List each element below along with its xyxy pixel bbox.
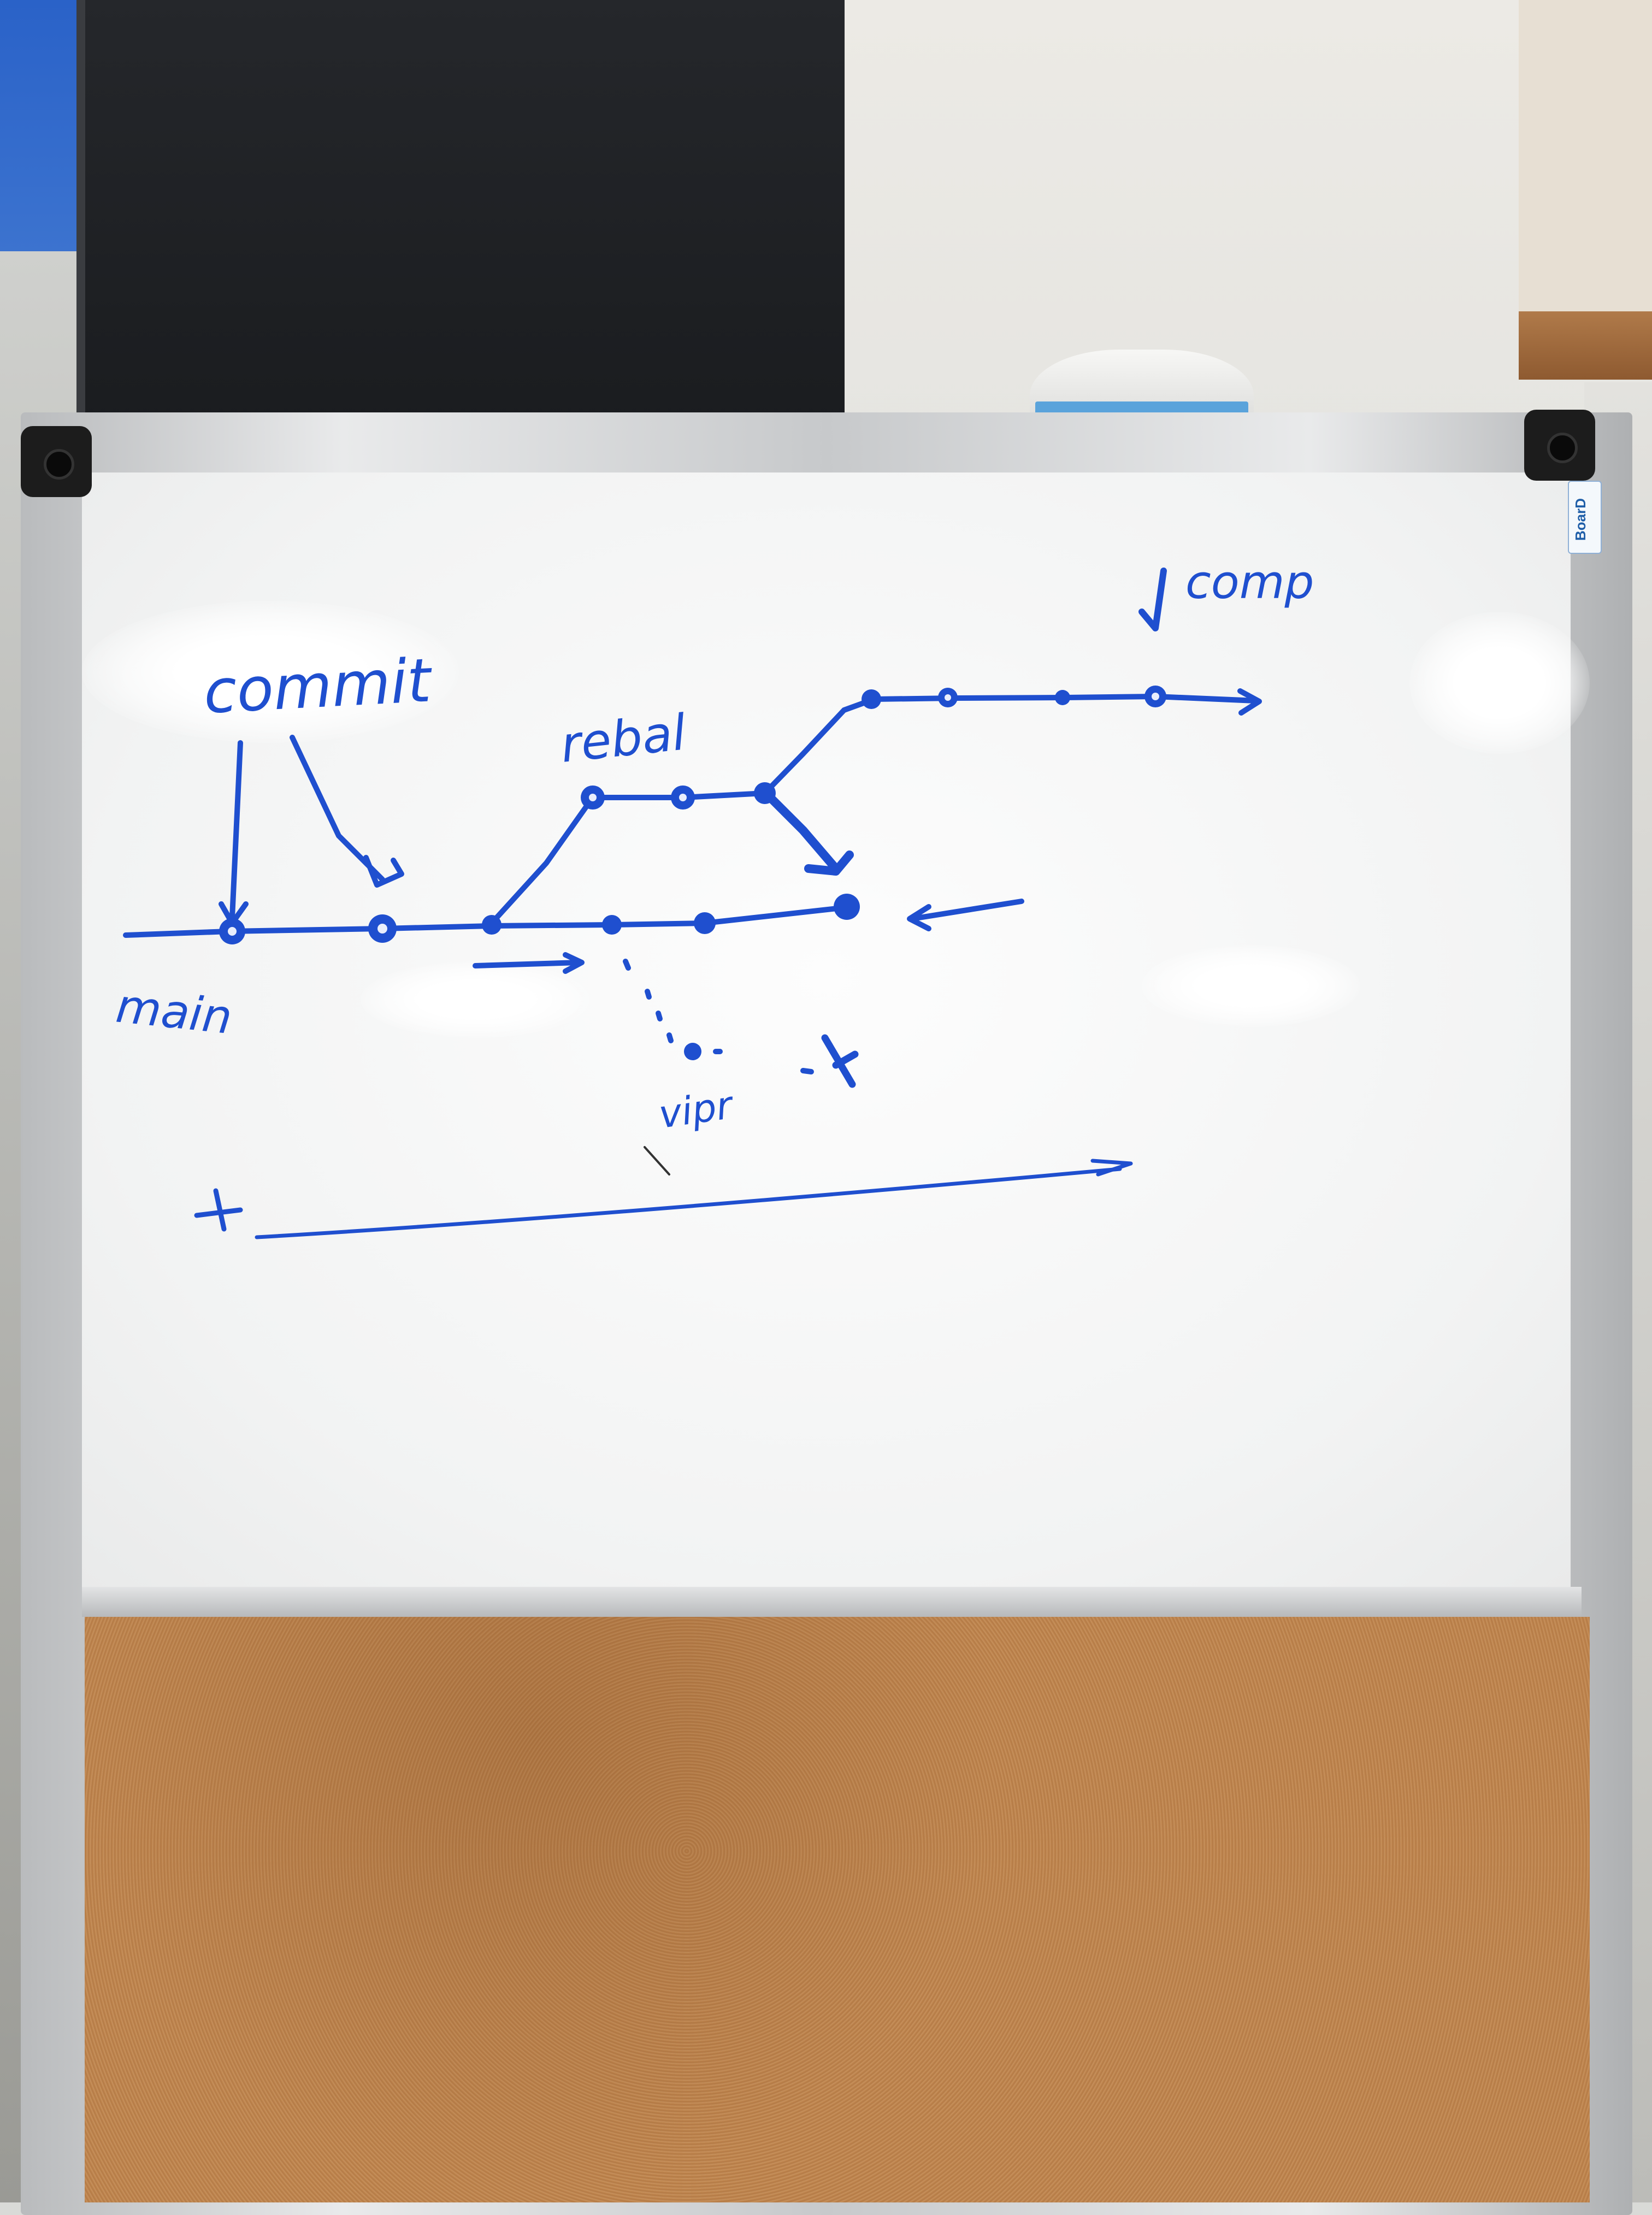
dash-1 — [800, 1068, 814, 1074]
viper-label: vipr — [656, 1082, 737, 1137]
small-right-arrow-head — [563, 952, 585, 974]
glare-center — [361, 961, 590, 1038]
rebase-label: rebal — [558, 704, 688, 773]
left-arrow — [910, 899, 1024, 922]
node-hole — [945, 694, 951, 701]
rebase-down-arrowhead — [804, 850, 854, 876]
x-mark-stroke-2 — [832, 1050, 859, 1069]
stray-mark — [644, 1146, 670, 1176]
commit-node — [754, 782, 776, 804]
commit-node — [862, 689, 881, 709]
node-hole — [679, 794, 687, 801]
brand-sticker — [1568, 481, 1602, 554]
t-letter-stem — [213, 1188, 227, 1232]
time-axis-arrowhead — [1090, 1159, 1133, 1177]
commit-node — [482, 915, 502, 935]
left-arrow-head — [907, 904, 931, 931]
small-right-arrow — [473, 960, 582, 968]
commit-node — [602, 915, 622, 935]
wooden-shelf — [1519, 311, 1652, 380]
rebase-down-arrow — [766, 793, 840, 873]
commit-arrow-1 — [229, 740, 243, 920]
frame-corner-top-right — [1524, 410, 1595, 481]
marker-rail — [82, 1587, 1582, 1617]
check-mark — [1138, 568, 1167, 631]
node-hole — [228, 927, 237, 936]
commit-node — [694, 912, 716, 934]
t-letter-bar — [194, 1207, 243, 1218]
rebase-branch-line — [489, 694, 1259, 926]
time-axis-line — [255, 1167, 1122, 1239]
commit-node — [834, 894, 860, 920]
node-hole — [377, 924, 387, 934]
dot-4 — [666, 1032, 674, 1043]
corkboard — [85, 1617, 1590, 2202]
glare-top-right — [1409, 612, 1590, 754]
commit-label: commit — [202, 645, 435, 727]
frame-corner-top-left — [21, 426, 92, 497]
commit-node — [684, 1043, 701, 1060]
commit-node — [1055, 690, 1070, 705]
main-label: main — [114, 979, 235, 1045]
dot-3 — [656, 1011, 663, 1021]
background-wall — [841, 0, 1652, 437]
commit-arrow-2-head — [363, 855, 404, 888]
dot-2 — [645, 989, 652, 1000]
rebase-arrowhead — [1237, 688, 1262, 716]
bulletin-panel — [1519, 0, 1652, 311]
node-hole — [589, 794, 597, 801]
comp-label: comp — [1185, 556, 1314, 610]
glare-top-left — [82, 601, 459, 743]
node-hole — [1152, 693, 1159, 700]
dot-1 — [623, 959, 631, 971]
computer-monitor — [76, 0, 845, 437]
glare-right — [1142, 945, 1360, 1027]
